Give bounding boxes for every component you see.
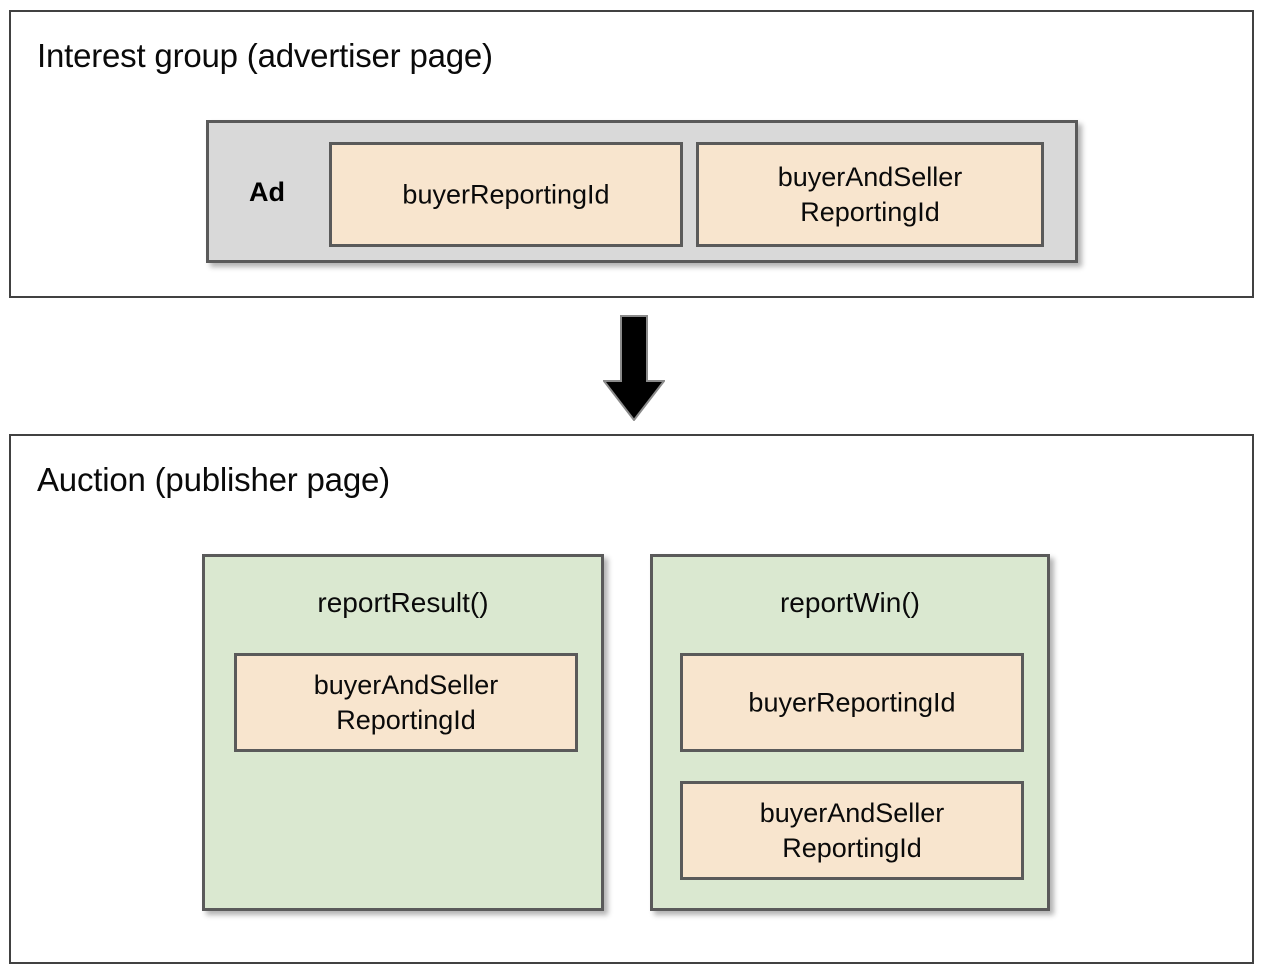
report-win-box: reportWin() buyerReportingId buyerAndSel…: [650, 554, 1050, 911]
ad-field-buyer-and-seller-reporting-id-label: buyerAndSeller ReportingId: [699, 160, 1041, 230]
report-win-field-buyer-and-seller-reporting-id: buyerAndSeller ReportingId: [680, 781, 1024, 880]
interest-group-section: Interest group (advertiser page) Ad buye…: [9, 10, 1254, 298]
report-result-box: reportResult() buyerAndSeller ReportingI…: [202, 554, 604, 911]
report-win-field-buyer-reporting-id: buyerReportingId: [680, 653, 1024, 752]
auction-section: Auction (publisher page): [9, 434, 1254, 964]
report-result-field-label: buyerAndSeller ReportingId: [237, 668, 575, 738]
report-win-field-buyer-and-seller-reporting-id-label: buyerAndSeller ReportingId: [683, 796, 1021, 866]
ad-field-buyer-reporting-id-label: buyerReportingId: [402, 179, 610, 209]
report-win-field-buyer-reporting-id-label: buyerReportingId: [748, 687, 956, 717]
text-line-2: ReportingId: [336, 704, 476, 735]
ad-field-buyer-and-seller-reporting-id: buyerAndSeller ReportingId: [696, 142, 1044, 247]
text-line-1: buyerAndSeller: [759, 797, 945, 828]
report-win-title: reportWin(): [779, 587, 920, 618]
ad-container: Ad buyerReportingId buyerAndSeller Repor…: [206, 120, 1078, 263]
text-line-1: buyerAndSeller: [313, 669, 499, 700]
report-result-field-buyer-and-seller-reporting-id: buyerAndSeller ReportingId: [234, 653, 578, 752]
text-line-2: ReportingId: [800, 196, 940, 227]
down-arrow-icon: [603, 315, 665, 421]
auction-title: Auction (publisher page): [37, 461, 390, 498]
text-line-1: buyerAndSeller: [777, 161, 963, 192]
ad-label: Ad: [249, 176, 285, 207]
interest-group-title: Interest group (advertiser page): [37, 37, 493, 74]
report-result-title: reportResult(): [317, 587, 489, 618]
text-line-2: ReportingId: [782, 832, 922, 863]
ad-field-buyer-reporting-id: buyerReportingId: [329, 142, 683, 247]
